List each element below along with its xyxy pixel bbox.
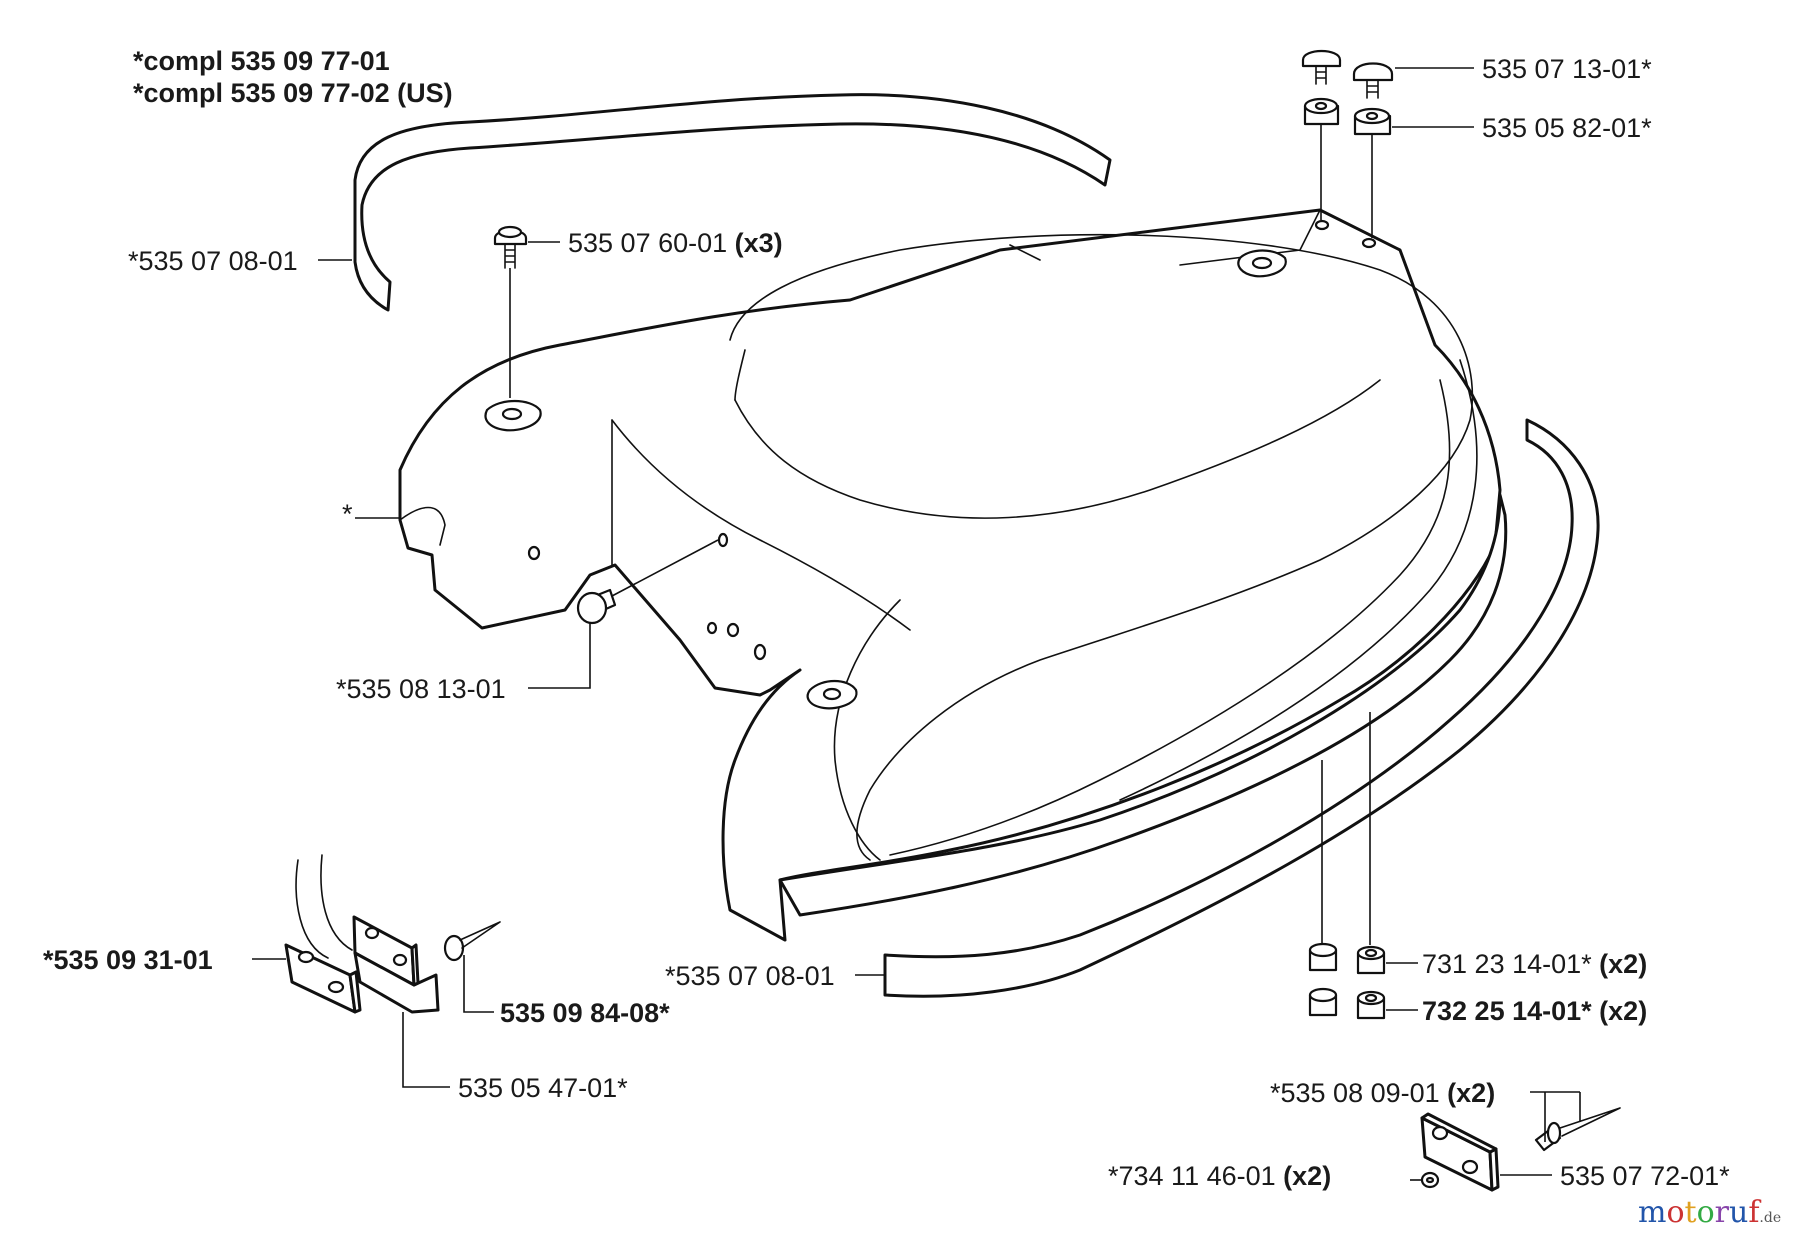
trim-strip-top: [353, 93, 1112, 312]
plug: [576, 588, 617, 625]
label-535-07-08-01-bottom: *535 07 08-01: [665, 961, 835, 991]
side-hole: [706, 621, 718, 635]
label-535-07-13-01: 535 07 13-01*: [1482, 54, 1652, 84]
trim-strip-front: [883, 418, 1600, 998]
label-535-09-31-01: *535 09 31-01: [43, 945, 213, 975]
label-535-08-13-01: *535 08 13-01: [336, 674, 506, 704]
label-535-07-72-01: 535 07 72-01*: [1560, 1161, 1730, 1191]
label-535-05-47-01: 535 05 47-01*: [458, 1073, 628, 1103]
label-deck-cover: *: [342, 499, 353, 529]
label-535-08-09-01: *535 08 09-01 (x2): [1270, 1078, 1495, 1108]
spacer-nuts-top: [1303, 97, 1392, 136]
side-hole: [527, 545, 541, 561]
flange-screw: [493, 225, 528, 269]
lock-nuts: [1308, 942, 1386, 1020]
label-535-09-84-08: 535 09 84-08*: [500, 998, 670, 1028]
label-732-25-14-01: 732 25 14-01* (x2): [1422, 996, 1647, 1026]
side-hole: [726, 622, 740, 638]
label-535-07-60-01: 535 07 60-01 (x3): [568, 228, 783, 258]
bolt-hole: [1361, 237, 1377, 249]
washer: [1420, 1171, 1440, 1189]
assembly-title-line2: *compl 535 09 77-02 (US): [133, 78, 453, 108]
deck-cover: [398, 208, 1508, 942]
side-hole: [753, 643, 767, 661]
label-535-05-82-01: 535 05 82-01*: [1482, 113, 1652, 143]
label-734-11-46-01: *734 11 46-01 (x2): [1108, 1161, 1331, 1191]
side-hole: [717, 532, 729, 548]
watermark-logo: motoruf.de: [1638, 1195, 1781, 1230]
carriage-bolts: [1301, 49, 1394, 99]
label-535-07-08-01-top: *535 07 08-01: [128, 246, 298, 276]
bracket-assembly: [284, 854, 501, 1014]
rivets-pair: [1534, 1107, 1621, 1152]
label-731-23-14-01: 731 23 14-01* (x2): [1422, 949, 1647, 979]
bolt-hole: [1314, 219, 1330, 231]
clamp-plate: [1420, 1112, 1500, 1192]
assembly-title-line1: *compl 535 09 77-01: [133, 46, 390, 76]
